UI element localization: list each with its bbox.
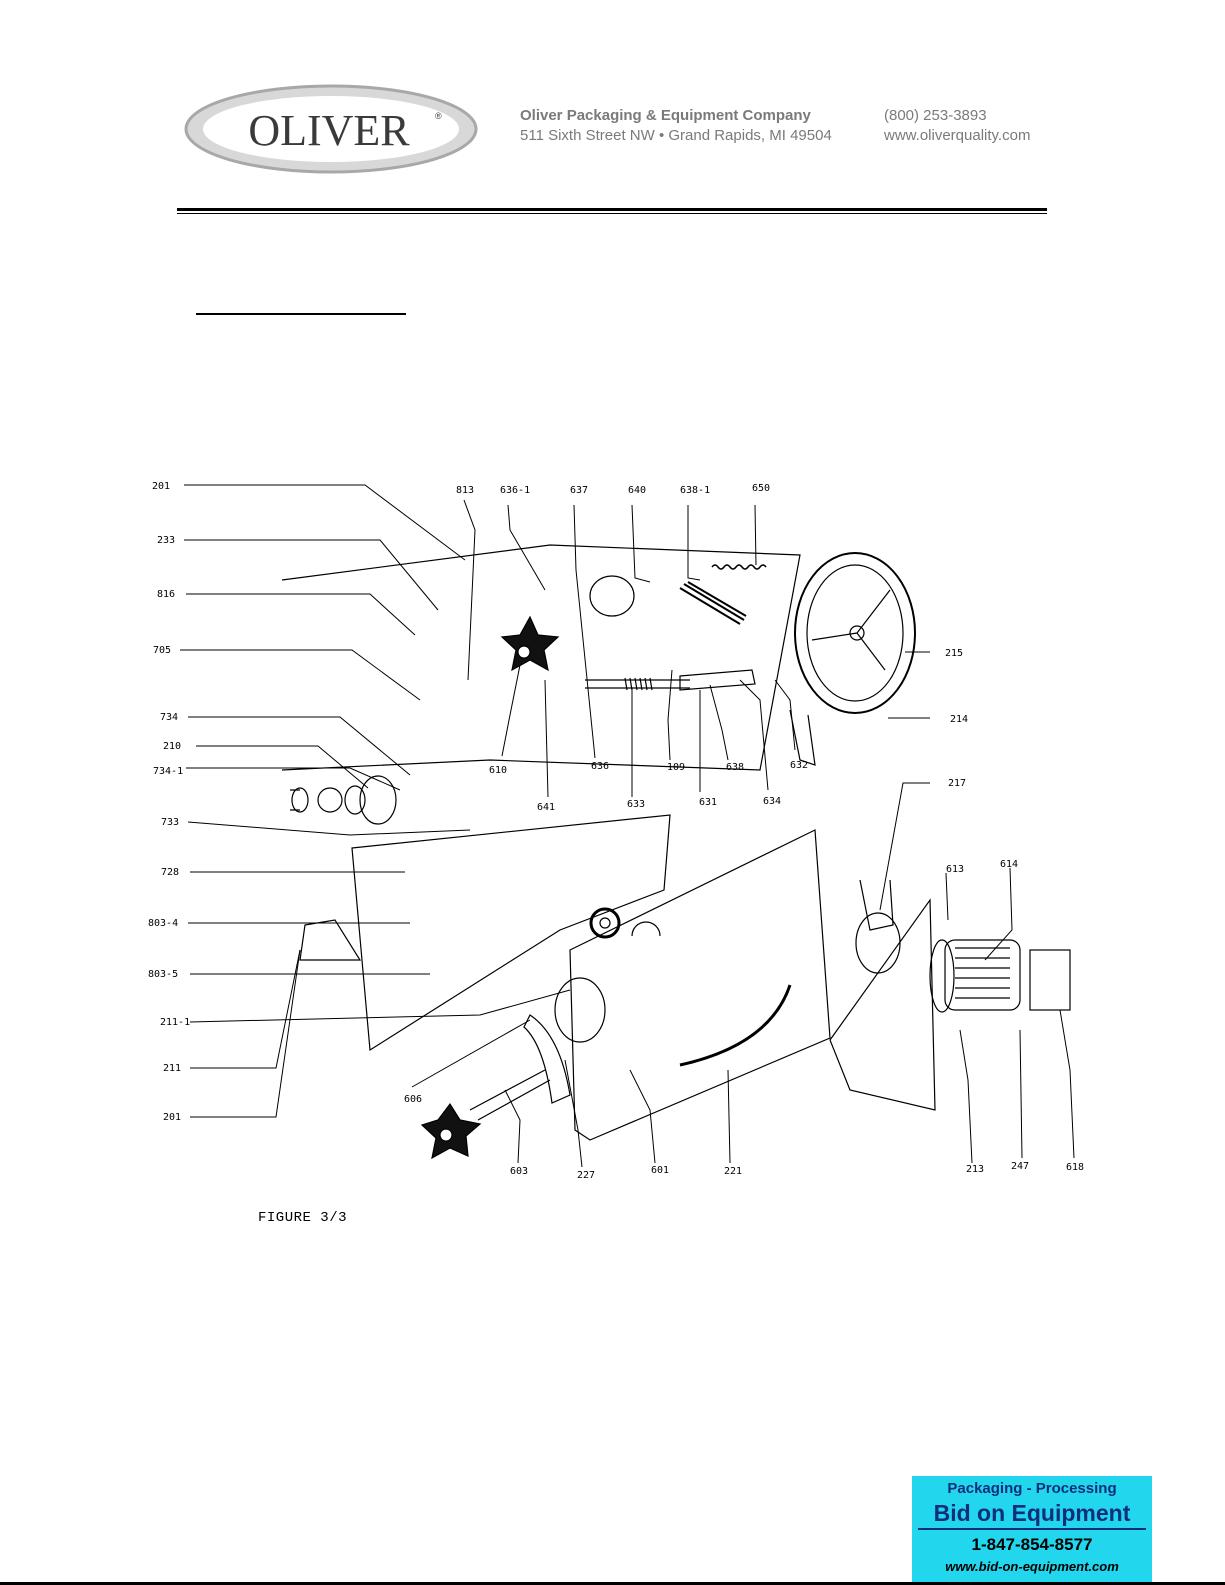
motor-bracket: [829, 898, 936, 1111]
lower-frame: [569, 829, 831, 1141]
part-label: 632: [790, 760, 808, 771]
wheel-217: [855, 912, 901, 974]
part-label: 210: [163, 741, 181, 752]
part-label: 601: [651, 1165, 669, 1176]
part-label: 227: [577, 1170, 595, 1181]
ad-tagline: Packaging - Processing: [947, 1480, 1117, 1497]
part-label: 606: [404, 1094, 422, 1105]
part-label: 813: [456, 485, 474, 496]
part-label: 640: [628, 485, 646, 496]
company-name: Oliver Packaging & Equipment Company: [520, 107, 811, 124]
company-website: www.oliverquality.com: [884, 127, 1031, 144]
bid-on-equipment-ad[interactable]: Packaging - Processing Bid on Equipment …: [912, 1476, 1152, 1585]
part-label: 233: [157, 535, 175, 546]
exploded-parts-diagram: 201 233 816 705 734 210 734-1 733 728 80…: [148, 481, 1084, 1181]
company-address: 511 Sixth Street NW • Grand Rapids, MI 4…: [520, 127, 832, 144]
part-label: 638: [726, 762, 744, 773]
part-label: 109: [667, 762, 685, 773]
part-label: 803-4: [148, 918, 178, 929]
part-label: 631: [699, 797, 717, 808]
part-label: 641: [537, 802, 555, 813]
part-label: 637: [570, 485, 588, 496]
part-label: 613: [946, 864, 964, 875]
main-plate: [351, 814, 671, 1052]
section-title-underline: [196, 313, 406, 315]
roller: [589, 907, 621, 939]
part-label: 650: [752, 483, 770, 494]
part-label: 247: [1011, 1161, 1029, 1172]
motor: [929, 939, 1071, 1013]
part-label: 636-1: [500, 485, 530, 496]
part-label: 638-1: [680, 485, 710, 496]
part-label: 618: [1066, 1162, 1084, 1173]
star-knob-upper: [500, 615, 560, 672]
part-label: 201: [152, 481, 170, 492]
coil-spring: [679, 581, 747, 625]
upper-plate: [281, 544, 801, 771]
snap-ring: [631, 921, 661, 937]
part-label: 728: [161, 867, 179, 878]
ad-url[interactable]: www.bid-on-equipment.com: [945, 1559, 1119, 1574]
ad-phone: 1-847-854-8577: [971, 1535, 1093, 1554]
part-label: 215: [945, 648, 963, 659]
ad-brand: Bid on Equipment: [933, 1500, 1131, 1526]
logo-text: OLIVER: [248, 106, 410, 155]
part-label: 734-1: [153, 766, 183, 777]
logo-registered-mark: ®: [435, 111, 442, 121]
bracket-803: [299, 919, 362, 961]
leader-lines: [180, 484, 1075, 1168]
page-bottom-rule: [0, 1582, 1225, 1585]
part-label: 201: [163, 1112, 181, 1123]
part-labels: 201 233 816 705 734 210 734-1 733 728 80…: [148, 481, 1084, 1181]
part-label: 803-5: [148, 969, 178, 980]
header-rule: [177, 208, 1047, 211]
tension-spring: [711, 564, 767, 570]
part-label: 634: [763, 796, 781, 807]
part-label: 603: [510, 1166, 528, 1177]
part-label: 633: [627, 799, 645, 810]
part-label: 217: [948, 778, 966, 789]
company-phone: (800) 253-3893: [884, 107, 987, 124]
part-label: 816: [157, 589, 175, 600]
shaft-603: [469, 1069, 551, 1121]
lever-arm: [679, 669, 756, 691]
contact-block: (800) 253-3893 www.oliverquality.com: [884, 106, 1030, 146]
drum: [589, 575, 635, 617]
oliver-logo: OLIVER ®: [184, 84, 478, 174]
part-label: 610: [489, 765, 507, 776]
part-label: 614: [1000, 859, 1018, 870]
part-label: 213: [966, 1164, 984, 1175]
part-label: 214: [950, 714, 968, 725]
part-label: 733: [161, 817, 179, 828]
part-label: 734: [160, 712, 178, 723]
bearing-assembly: [290, 775, 397, 825]
threaded-shaft: [585, 679, 690, 689]
company-block: Oliver Packaging & Equipment Company 511…: [520, 106, 832, 146]
part-label: 636: [591, 761, 609, 772]
part-label: 705: [153, 645, 171, 656]
disc: [554, 977, 606, 1043]
cam-plate: [523, 1014, 571, 1104]
arc-spring: [679, 984, 792, 1067]
part-label: 211: [163, 1063, 181, 1074]
header-rule-thin: [177, 213, 1047, 214]
ad-brand-underline: [918, 1528, 1146, 1530]
hand-wheel: [789, 552, 916, 766]
part-label: 211-1: [160, 1017, 190, 1028]
part-label: 221: [724, 1166, 742, 1177]
figure-caption: FIGURE 3/3: [258, 1210, 348, 1226]
